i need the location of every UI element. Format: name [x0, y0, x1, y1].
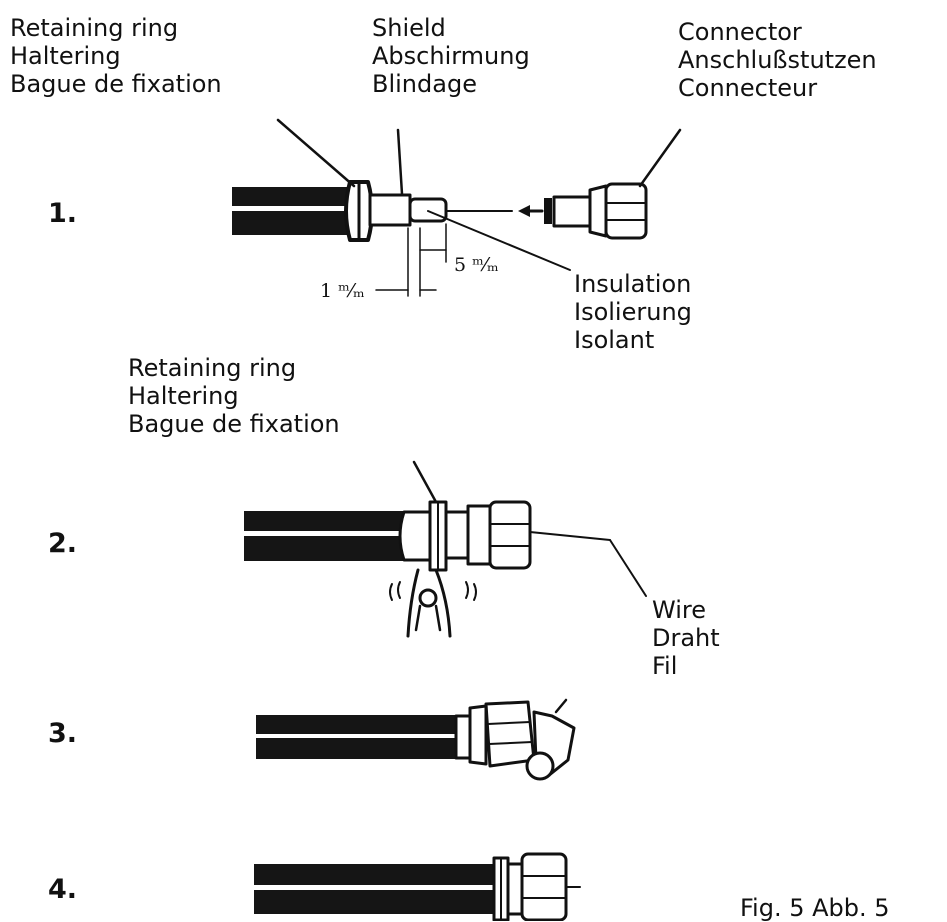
retaining-ring-label-top: Retaining ring Haltering Bague de fixati… — [10, 14, 222, 98]
dimension-5mm: 5 ᵐ⁄ₘ — [454, 254, 499, 276]
retaining-ring-label-mid: Retaining ring Haltering Bague de fixati… — [128, 354, 340, 438]
step-number-2: 2. — [48, 528, 78, 559]
step-number-1: 1. — [48, 198, 78, 229]
step3-cable-drawing — [256, 698, 576, 781]
connector-label: Connector Anschlußstutzen Connecteur — [678, 18, 877, 102]
wire-label: Wire Draht Fil — [652, 596, 720, 680]
step1-cable-drawing — [232, 118, 682, 297]
dimension-1mm: 1 ᵐ⁄ₘ — [320, 280, 365, 302]
step-number-3: 3. — [48, 718, 78, 749]
figure-caption: Fig. 5 Abb. 5 — [740, 894, 890, 922]
step4-cable-drawing — [254, 852, 581, 921]
insulation-label: Insulation Isolierung Isolant — [574, 270, 692, 354]
step2-cable-drawing — [244, 460, 647, 638]
shield-label: Shield Abschirmung Blindage — [372, 14, 530, 98]
step-number-4: 4. — [48, 874, 78, 905]
